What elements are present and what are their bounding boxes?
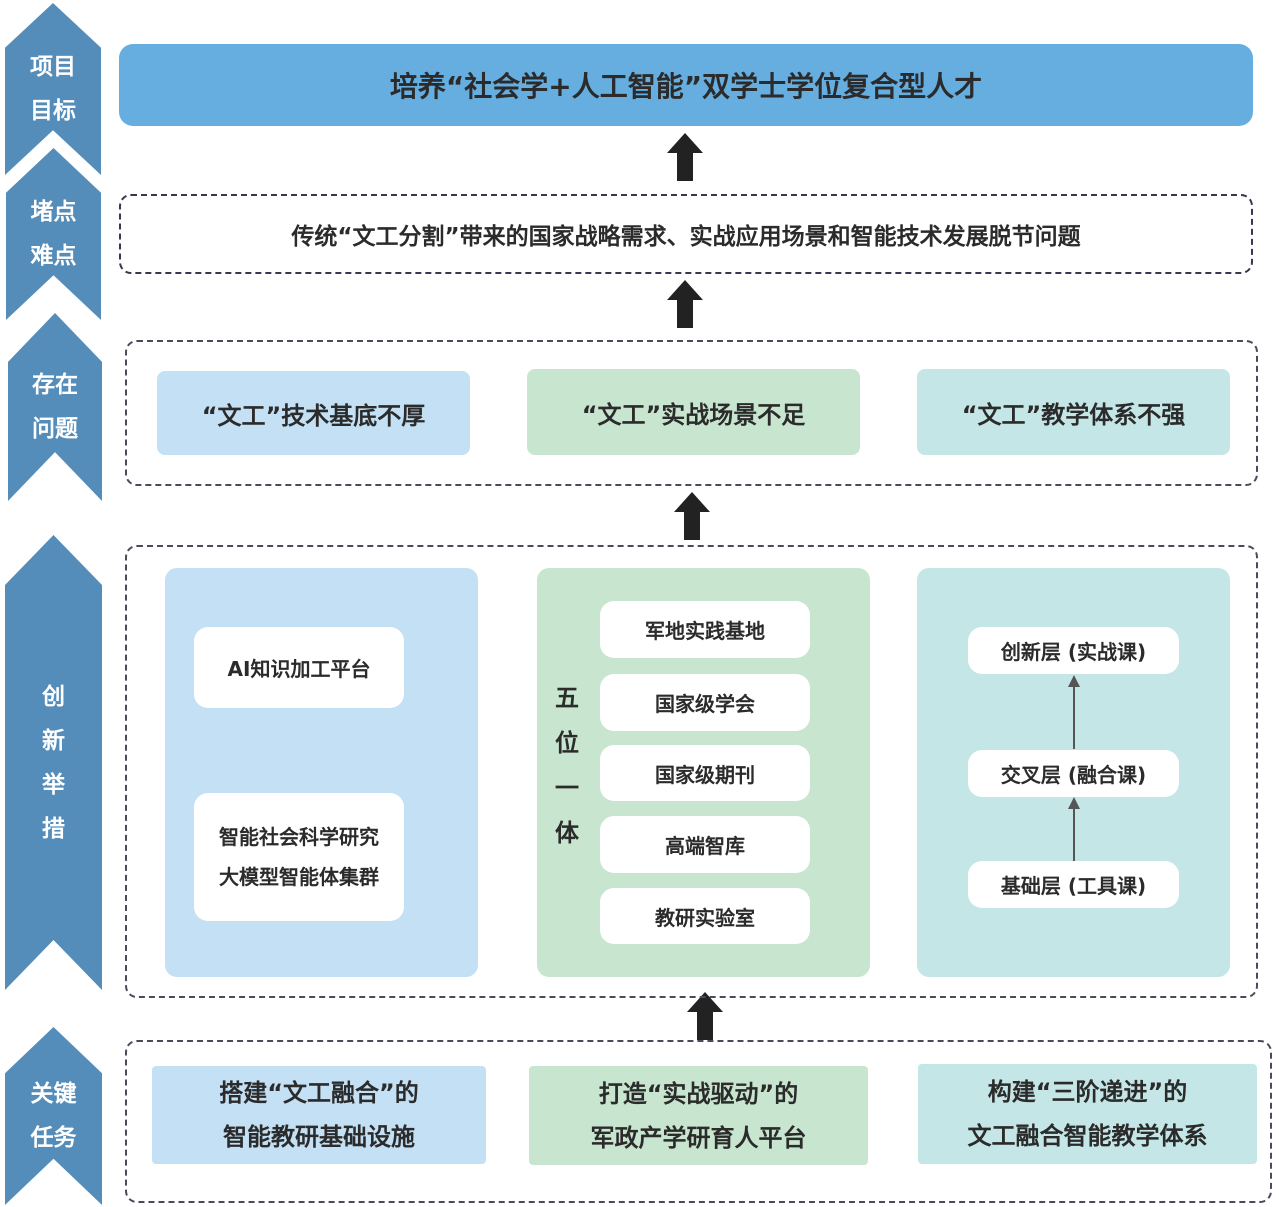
problem-tech-base: “文工”技术基底不厚 [157,371,470,455]
arrow-up-icon [667,133,703,181]
pain-point-box: 传统“文工分割”带来的国家战略需求、实战应用场景和智能技术发展脱节问题 [119,194,1253,274]
task-teaching-system: 构建“三阶递进”的文工融合智能教学体系 [918,1064,1257,1164]
item-text: 军地实践基地 [645,619,765,643]
layer-basic: 基础层 (工具课) [968,861,1179,908]
item-text: 交叉层 (融合课) [1000,763,1147,787]
task-platform: 打造“实战驱动”的军政产学研育人平台 [529,1066,868,1165]
item-text: 国家级学会 [655,692,755,716]
item-text: 大模型智能体集群 [219,865,379,889]
five-in-one-label: 五位一体 [553,676,581,856]
item-text: 智能社会科学研究 [219,825,379,849]
problem-practical-scenarios: “文工”实战场景不足 [527,369,860,455]
problem-text: “文工”技术基底不厚 [201,401,426,430]
problems-container [125,340,1258,486]
ai-agent-cluster: 智能社会科学研究大模型智能体集群 [194,793,404,921]
item-text: 高端智库 [665,834,745,858]
label-char: 体 [555,819,579,847]
goal-text: 培养“社会学+人工智能”双学士学位复合型人才 [389,70,983,103]
layer-cross: 交叉层 (融合课) [968,750,1179,797]
ai-knowledge-platform: AI知识加工平台 [194,627,404,708]
platform-item: 军地实践基地 [600,601,810,658]
banner-text: 关键任务 [30,1081,77,1151]
task-text: 文工融合智能教学体系 [967,1122,1208,1150]
goal-box: 培养“社会学+人工智能”双学士学位复合型人才 [119,44,1253,126]
task-text: 构建“三阶递进”的 [987,1078,1188,1106]
item-text: 基础层 (工具课) [1000,874,1147,898]
tasks-container [125,1040,1272,1203]
problem-text: “文工”教学体系不强 [961,400,1186,429]
item-text: 创新层 (实战课) [1000,640,1147,664]
banner-text: 存在问题 [32,372,78,442]
task-text: 打造“实战驱动”的 [598,1079,799,1108]
banner-pain-points: 堵点难点 [6,148,101,320]
arrow-up-icon [674,492,710,540]
platform-item: 高端智库 [600,816,810,873]
task-infrastructure: 搭建“文工融合”的智能教研基础设施 [152,1066,486,1164]
label-char: 位 [555,729,579,757]
item-text: AI知识加工平台 [227,657,371,681]
arrow-up-icon [687,992,723,1040]
banner-text: 创新举措 [42,683,65,842]
label-char: 一 [555,774,579,802]
banner-problems: 存在问题 [8,313,102,501]
pain-point-text: 传统“文工分割”带来的国家战略需求、实战应用场景和智能技术发展脱节问题 [291,224,1081,250]
banner-innovation: 创新举措 [5,535,102,990]
banner-key-tasks: 关键任务 [5,1027,102,1205]
platform-item: 国家级期刊 [600,745,810,801]
platform-item: 国家级学会 [600,674,810,731]
innovation-container [125,545,1258,998]
layer-innovation: 创新层 (实战课) [968,627,1179,674]
problem-teaching-system: “文工”教学体系不强 [917,369,1230,455]
banner-text: 项目目标 [30,54,76,124]
label-char: 五 [555,684,579,712]
task-text: 搭建“文工融合”的 [219,1079,419,1107]
task-text: 军政产学研育人平台 [590,1123,807,1152]
arrow-up-icon [1068,675,1080,861]
problem-text: “文工”实战场景不足 [581,400,806,429]
item-text: 教研实验室 [655,905,755,930]
platform-item: 教研实验室 [600,888,810,944]
banner-text: 堵点难点 [30,199,77,269]
task-text: 智能教研基础设施 [223,1123,415,1151]
item-text: 国家级期刊 [655,762,755,787]
arrow-up-icon [667,280,703,328]
